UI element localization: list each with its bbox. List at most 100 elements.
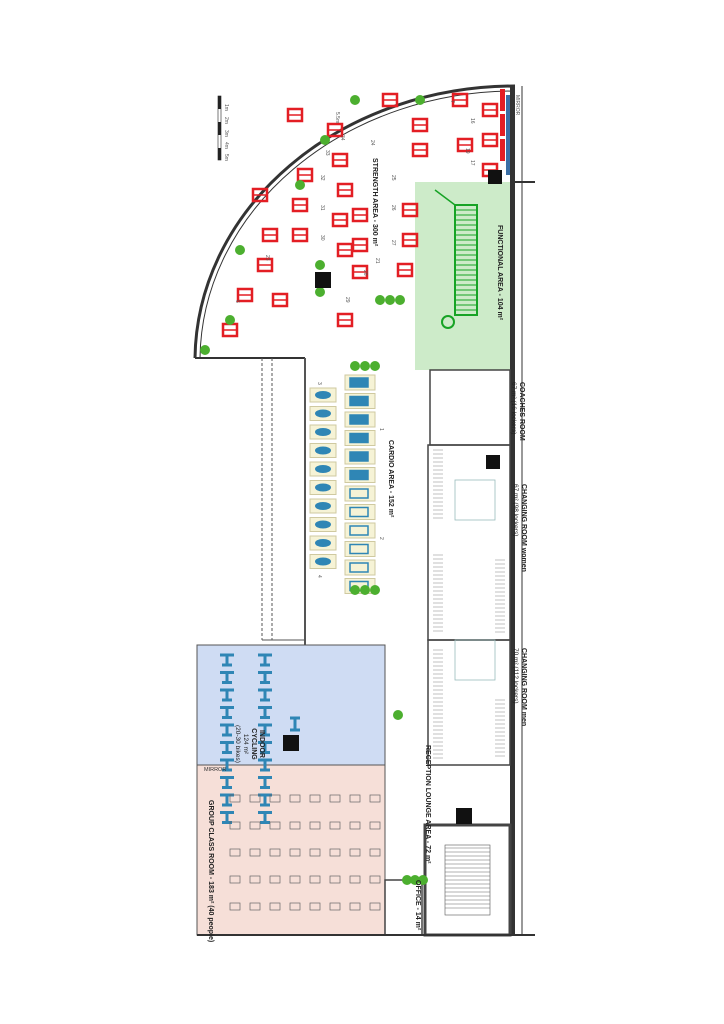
group-class-room (196, 764, 386, 936)
cardio-machine (315, 446, 331, 455)
spin-bike (258, 653, 272, 667)
plant (385, 295, 395, 305)
cardio-machine (315, 409, 331, 418)
strength-equipment-number: 6 (234, 300, 240, 303)
reception-label: RECEPTION LOUNGE AREA - 72 m² (424, 745, 431, 864)
treadmill (349, 432, 369, 444)
class-mat (309, 848, 321, 857)
scale-tick-3: 3m (223, 130, 229, 137)
spin-bike (258, 776, 272, 789)
class-mat (369, 821, 381, 830)
shower-area (454, 639, 496, 681)
scale-tick-5: 5m (223, 154, 229, 161)
class-mat (369, 875, 381, 884)
plant (295, 180, 305, 190)
class-mat (229, 848, 241, 857)
spin-bike (220, 653, 234, 667)
class-mat (329, 794, 341, 803)
treadmill (349, 414, 369, 425)
strength-equipment-number: 16 (469, 118, 475, 124)
scale-tick-2: 2m (223, 117, 229, 124)
class-mat (309, 821, 321, 830)
class-mat (269, 848, 281, 857)
plants (200, 95, 428, 885)
office-label: OFFICE - 14 m² (414, 880, 421, 931)
class-mat (289, 848, 301, 857)
spin-bike (258, 706, 272, 719)
cardio-machine (315, 428, 331, 436)
spin-bike (258, 723, 272, 737)
strength-equipment-number: 33 (324, 150, 330, 156)
cycling-name: INDOOR (258, 729, 265, 758)
plant (350, 585, 360, 595)
class-mat (369, 902, 381, 911)
strength-equipment-number: 29 (344, 297, 350, 303)
class-mat (269, 821, 281, 830)
cardio-machine (315, 557, 331, 566)
plant (360, 585, 370, 595)
lockers (433, 449, 505, 759)
cycling-bikes (220, 653, 300, 824)
plant (375, 295, 385, 305)
mirror-label-class: MIRROR (204, 767, 227, 773)
spin-bike (258, 671, 272, 684)
class-mat (329, 848, 341, 857)
class-mat (349, 794, 361, 803)
class-mat (249, 902, 261, 911)
class-mat (269, 875, 281, 884)
coaches-room (429, 369, 511, 446)
class-mats (229, 794, 381, 911)
treadmill (349, 488, 369, 499)
class-mat (349, 821, 361, 830)
strength-equipment-number: 23 (264, 255, 270, 261)
strength-equipment-number: 30 (319, 235, 325, 241)
coaches-room-name: COACHES ROOM (518, 382, 525, 441)
treadmill (349, 395, 369, 407)
strength-equipment-number: 34 (339, 135, 345, 141)
plant (402, 875, 412, 885)
class-mat (309, 875, 321, 884)
class-mat (369, 848, 381, 857)
class-mat (329, 902, 341, 911)
strength-equipment-number: 21 (374, 258, 380, 264)
class-mat (309, 902, 321, 911)
class-mat (289, 875, 301, 884)
class-mat (329, 821, 341, 830)
class-mat (229, 794, 241, 803)
cardio-machine (315, 539, 331, 547)
class-mat (349, 848, 361, 857)
cardio-machine (315, 520, 331, 529)
class-mat (309, 794, 321, 803)
plant (235, 245, 245, 255)
plant (315, 260, 325, 270)
strength-area-inner-wall-line (199, 90, 516, 359)
scale-tick-4: 4m (223, 142, 229, 149)
treadmill (349, 562, 369, 573)
plant (360, 361, 370, 371)
changing-men-detail: 70 m² (112 lockers) (512, 648, 519, 704)
strength-equipment-number: 19 (464, 148, 470, 154)
dumbbell-rack (500, 114, 505, 136)
instructor-bike (290, 716, 300, 732)
class-mat (229, 875, 241, 884)
class-mat (249, 821, 261, 830)
plant (410, 875, 420, 885)
spin-bike (220, 776, 234, 789)
plant (315, 287, 325, 297)
plant (320, 135, 330, 145)
cardio-equipment (309, 374, 376, 594)
class-mat (269, 794, 281, 803)
class-mat (369, 794, 381, 803)
functional-area-label: FUNCTIONAL AREA - 104 m² (496, 225, 503, 321)
class-mat (289, 794, 301, 803)
strength-equipment-number: 28 (362, 270, 368, 276)
spin-bike (220, 706, 234, 719)
corridor (261, 358, 306, 645)
exterior-wall (510, 86, 515, 936)
strength-equipment-number: 27 (390, 240, 396, 246)
treadmill (349, 377, 369, 388)
strength-area-curved-wall (193, 84, 516, 359)
treadmill (349, 469, 369, 481)
plant (350, 95, 360, 105)
